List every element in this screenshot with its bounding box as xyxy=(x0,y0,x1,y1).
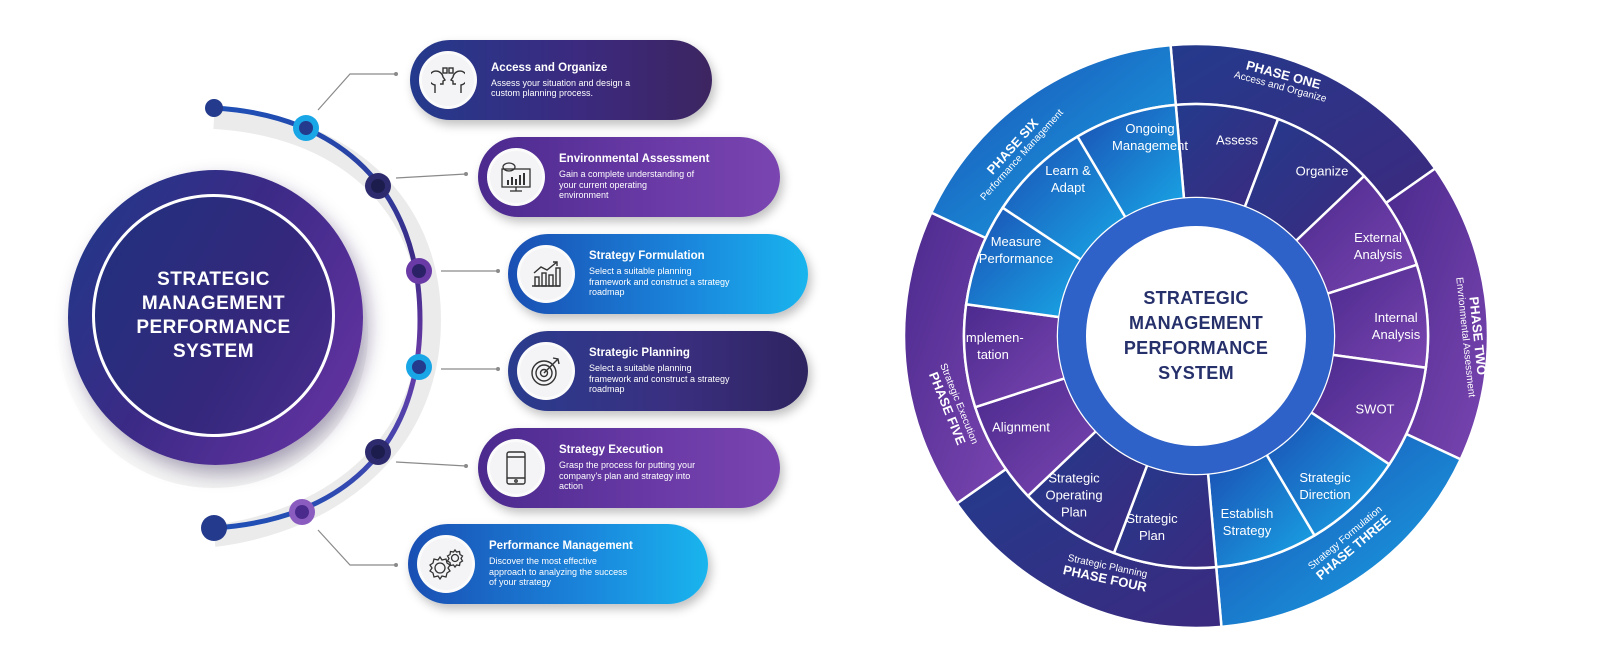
segment-ongoing-management: Ongoing Management xyxy=(1112,121,1188,153)
segment-strategic-direction: Strategic Direction xyxy=(1299,470,1351,502)
arc-line xyxy=(213,105,423,531)
step-title: Environmental Assessment xyxy=(559,153,710,166)
step-desc: Discover the most effective approach to … xyxy=(489,556,628,588)
connectors xyxy=(317,73,498,566)
step-desc: Grasp the process for putting your compa… xyxy=(559,460,696,492)
step-desc: Assess your situation and design a custo… xyxy=(491,77,631,99)
step-title: Strategy Formulation xyxy=(589,250,705,263)
segment-swot: SWOT xyxy=(1355,401,1395,417)
phase-two-label: PHASE TWO Envrionmental Assessment xyxy=(1450,246,1494,428)
phase-one-label: PHASE ONE Access and Organize xyxy=(1221,53,1343,108)
phase-five-label: Strategic Execution PHASE FIVE xyxy=(918,346,986,467)
phase-sub: Strategy Formulation xyxy=(1306,504,1385,573)
segment-assess: Assess xyxy=(1216,132,1258,148)
node-4 xyxy=(406,354,432,380)
segment-measure-performance: Measure Performance xyxy=(978,234,1054,266)
node-6 xyxy=(289,499,315,525)
smartphone-icon xyxy=(487,439,545,497)
segment-alignment: Alignment xyxy=(992,419,1050,435)
target-icon xyxy=(517,342,575,400)
phase-name: PHASE THREE xyxy=(1312,511,1394,583)
step-desc: Select a suitable planning framework and… xyxy=(589,363,730,395)
step-desc: Select a suitable planning framework and… xyxy=(589,266,730,298)
phase-three-label: Strategy Formulation PHASE THREE xyxy=(1296,495,1404,591)
step-title: Performance Management xyxy=(489,540,633,553)
segment-organize-sector xyxy=(1243,117,1366,243)
node-3 xyxy=(406,258,432,284)
head-exchange-icon xyxy=(419,51,477,109)
step-title: Strategic Planning xyxy=(589,347,690,360)
segment-implementation: Implemen- tation xyxy=(962,330,1024,362)
hub-inner-ring: STRATEGIC MANAGEMENT PERFORMANCE SYSTEM xyxy=(92,194,335,437)
hub-title: STRATEGIC MANAGEMENT PERFORMANCE SYSTEM xyxy=(136,268,291,362)
node-2 xyxy=(365,173,391,199)
hub-circle: STRATEGIC MANAGEMENT PERFORMANCE SYSTEM xyxy=(68,170,363,465)
gears-icon xyxy=(417,535,475,593)
node-5 xyxy=(365,439,391,465)
arc-end-top xyxy=(205,99,223,117)
segment-establish-strategy: Establish Strategy xyxy=(1220,506,1274,538)
arc-end-bottom xyxy=(201,515,227,541)
monitor-chart-icon xyxy=(487,148,545,206)
segment-assess-sector xyxy=(1174,102,1280,209)
step-desc: Gain a complete understanding of your cu… xyxy=(559,169,695,201)
bar-chart-icon xyxy=(517,245,575,303)
segment-strategic-operating-plan: Strategic Operating Plan xyxy=(1045,470,1103,520)
segment-learn-adapt: Learn & Adapt xyxy=(1045,163,1091,195)
step-title: Strategy Execution xyxy=(559,444,664,457)
segment-internal-analysis: Internal Analysis xyxy=(1371,310,1421,342)
segment-organize: Organize xyxy=(1295,163,1349,179)
timeline-arc xyxy=(201,72,500,567)
segment-external-analysis: External Analysis xyxy=(1353,230,1403,262)
node-1 xyxy=(293,115,319,141)
segment-strategic-plan: Strategic Plan xyxy=(1126,511,1178,543)
phase-four-label: Strategic Planning PHASE FOUR xyxy=(1045,549,1168,598)
step-title: Access and Organize xyxy=(491,61,608,74)
wheel-center-title: STRATEGIC MANAGEMENT PERFORMANCE SYSTEM xyxy=(1123,288,1269,383)
